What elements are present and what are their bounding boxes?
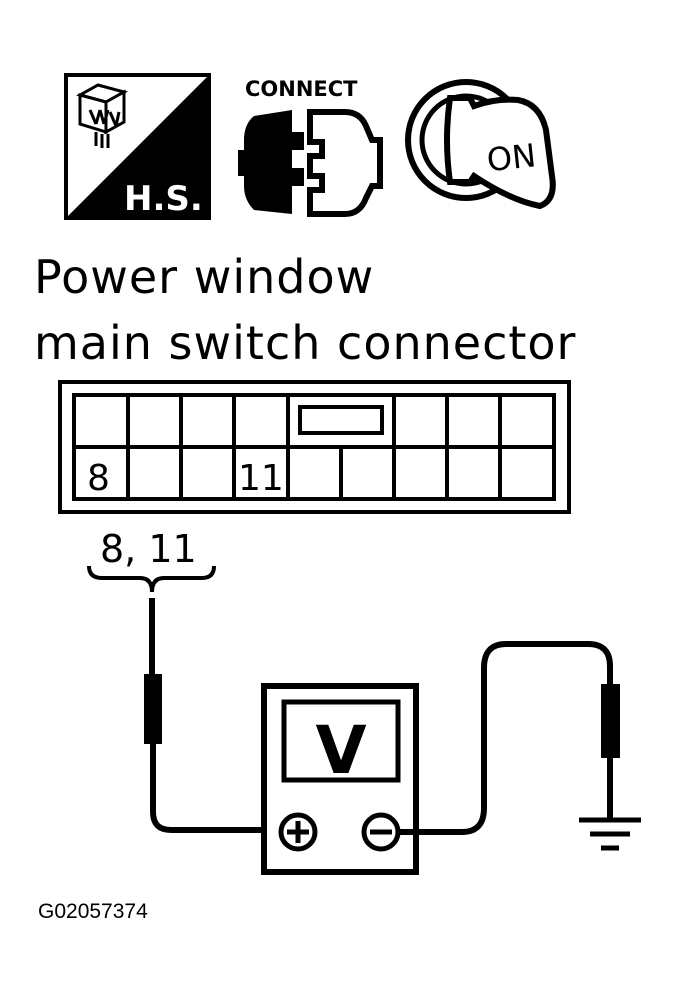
connect-icon: CONNECT xyxy=(238,77,383,217)
harness-label: H.S. xyxy=(124,179,203,219)
title-line-2: main switch connector xyxy=(34,316,577,370)
negative-lead xyxy=(398,641,620,835)
figure-code: G02057374 xyxy=(38,900,148,923)
harness-connector-icon: H.S. xyxy=(64,73,211,220)
connector-face: 8 11 xyxy=(58,380,571,514)
ground-icon xyxy=(579,817,641,851)
pin-11-label: 11 xyxy=(238,458,284,499)
ignition-key-icon: ON xyxy=(405,79,556,210)
pin-8-label: 8 xyxy=(87,458,110,499)
terminal-label: 8, 11 xyxy=(100,527,197,571)
title-line-1: Power window xyxy=(34,250,375,304)
meter-display-v: V xyxy=(315,712,366,789)
harness-plug-sketch xyxy=(76,83,128,148)
connector-lock-tab xyxy=(298,405,384,435)
connect-label: CONNECT xyxy=(245,77,358,101)
voltmeter: V xyxy=(261,683,419,875)
terminal-brace xyxy=(87,565,216,593)
positive-probe xyxy=(144,598,280,833)
positive-terminal-icon xyxy=(278,812,318,852)
connector-cell-dividers xyxy=(126,395,502,499)
negative-terminal-icon xyxy=(361,812,401,852)
ignition-on-label: ON xyxy=(485,136,538,179)
